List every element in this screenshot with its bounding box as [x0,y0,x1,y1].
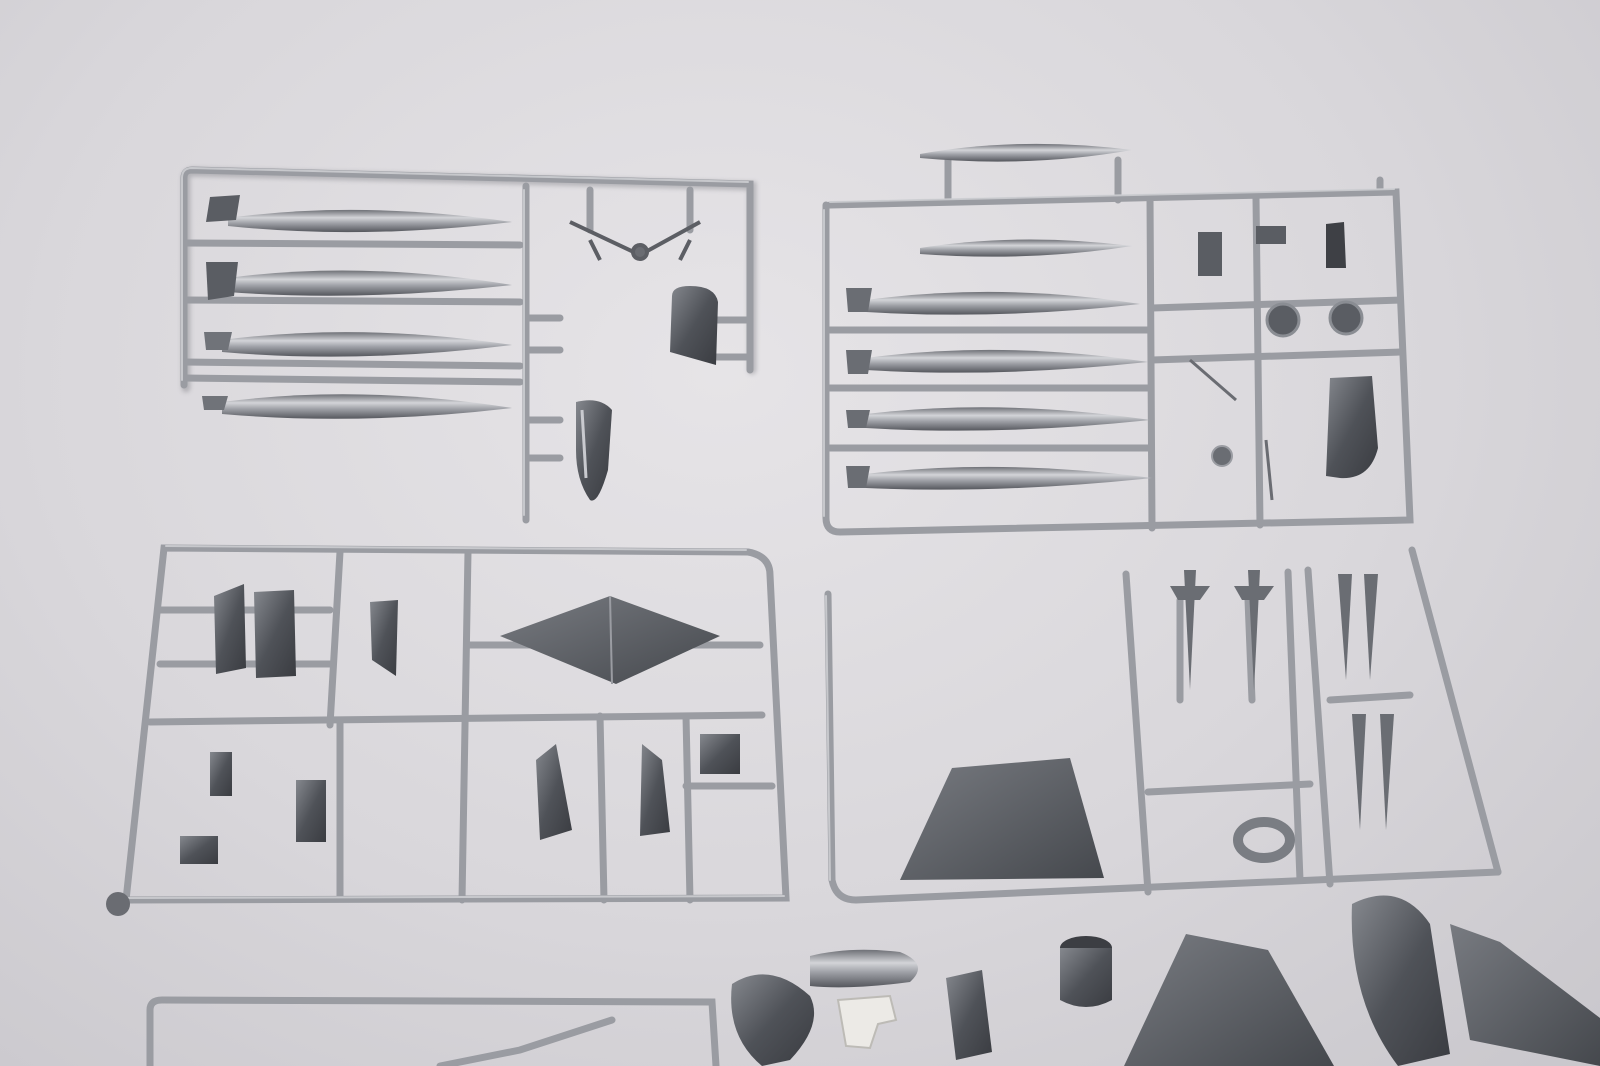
sprue-top-left [180,166,757,524]
panel-part [214,584,398,678]
drop-tank-part [846,349,1148,374]
drop-tank-part [206,195,512,233]
sprue-top-right [822,156,1414,536]
missile-part [1170,570,1394,830]
small-part [1189,358,1274,501]
exhaust-part [1060,936,1112,1007]
tail-fin-part [900,758,1104,880]
sprue-middle-right [824,546,1502,904]
small-part [180,752,326,864]
nose-cone-part [576,400,612,501]
canopy-part [731,974,815,1066]
drop-tank-part [846,407,1150,431]
drop-tank-part [920,143,1132,162]
clear-part [836,994,898,1050]
drop-tank-part [202,394,512,419]
drop-tank-part [204,332,512,357]
ring-part [1233,817,1295,863]
small-part [1198,222,1346,276]
drop-tank-part [846,288,1140,315]
fin-part [536,734,740,840]
seat-part [1326,376,1378,479]
drop-tank-part [206,262,512,300]
landing-gear-part [569,220,701,261]
wing-part [1124,934,1334,1066]
sprue-bottom-left [146,996,720,1066]
small-part [946,970,992,1060]
nose-cone-part [810,949,918,988]
canopy-part [1351,895,1450,1066]
stabilizer-part [1450,924,1600,1066]
drop-tank-part [846,466,1152,490]
canopy-part [670,286,718,365]
wheel-part [1211,300,1364,467]
stabilizer-part [500,595,720,685]
drop-tank-part [920,239,1132,257]
